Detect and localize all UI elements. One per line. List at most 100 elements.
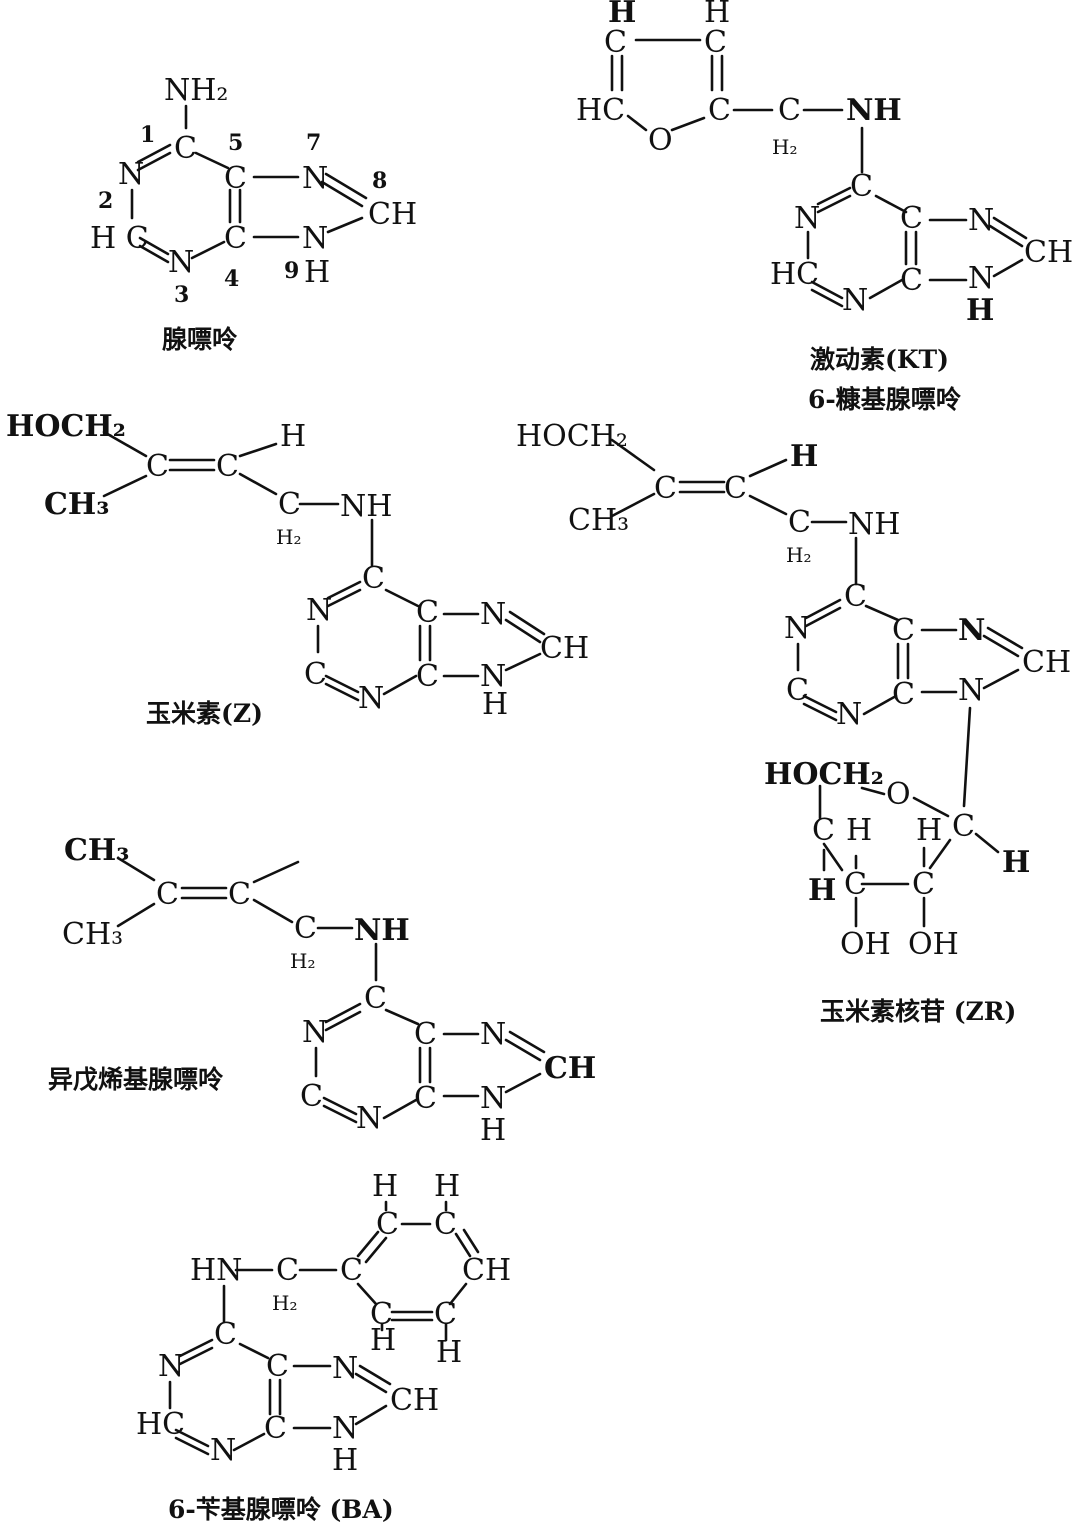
benzyl-adenine-c5: C <box>266 1349 289 1384</box>
isopentenyl-adenine-structure: CH₃ C C CH₃ C H₂ NH C N C N CH C C N N H… <box>48 833 596 1148</box>
isopentenyl-adenine-caption: 异戊烯基腺嘌呤 <box>48 1065 224 1094</box>
benzyl-adenine-c8: CH <box>390 1383 439 1418</box>
benzyl-adenine-h-bottom-right: H <box>436 1335 462 1370</box>
zeatin-caption: 玉米素(Z) <box>146 699 263 728</box>
benzyl-adenine-c-para: CH <box>462 1253 511 1288</box>
zeatin-c-b: C <box>216 449 239 484</box>
zeatin-riboside-ribose-c4h: H <box>846 813 872 848</box>
zeatin-c2: C <box>304 657 327 692</box>
adenine-position-5: 5 <box>228 130 243 156</box>
isopentenyl-adenine-c-a: C <box>156 877 179 912</box>
benzyl-adenine-n7: N <box>332 1351 358 1386</box>
zeatin-c6: C <box>362 561 385 596</box>
kinetin-c2: HC <box>770 257 819 292</box>
isopentenyl-adenine-n9h: H <box>480 1113 506 1148</box>
zeatin-riboside-ribose-c3: C <box>844 867 867 902</box>
benzyl-adenine-n1: N <box>158 1349 184 1384</box>
adenine-n9: N <box>302 221 328 256</box>
zeatin-ch2-h: H₂ <box>276 525 301 549</box>
benzyl-adenine-n9: N <box>332 1411 358 1446</box>
zeatin-riboside-ribose-c1h: H <box>1002 845 1030 880</box>
isopentenyl-adenine-bonds <box>116 856 546 1124</box>
zeatin-n3: N <box>358 681 384 716</box>
zeatin-hoch2: HOCH₂ <box>6 409 126 444</box>
zeatin-riboside-ribose-c1: C <box>952 809 975 844</box>
zeatin-riboside-ribose-hoch2: HOCH₂ <box>764 757 884 792</box>
zeatin-c5: C <box>416 595 439 630</box>
kinetin-c6: C <box>850 169 873 204</box>
benzyl-adenine-h-bottom-left: H <box>370 1323 396 1358</box>
adenine-c5: C <box>224 161 247 196</box>
zeatin-riboside-n3: N <box>836 697 862 732</box>
isopentenyl-adenine-c-b: C <box>228 877 251 912</box>
zeatin-riboside-c6: C <box>844 579 867 614</box>
adenine-c2: C <box>174 131 197 166</box>
zeatin-n1: N <box>306 593 332 628</box>
benzyl-adenine-c-ipso: C <box>340 1253 363 1288</box>
kinetin-nh: NH <box>846 93 902 128</box>
benzyl-adenine-c-bottom-left: C <box>370 1297 393 1332</box>
zeatin-riboside-n7: N <box>958 613 985 648</box>
zeatin-structure: HOCH₂ H C C CH₃ C H₂ NH C N C N CH C C N… <box>6 409 589 728</box>
zeatin-riboside-c-a: C <box>654 471 677 506</box>
kinetin-furan-o: O <box>648 123 673 158</box>
zeatin-riboside-h: H <box>790 439 818 474</box>
benzyl-adenine-c-bottom-right: C <box>434 1297 457 1332</box>
zeatin-riboside-ribose-o: O <box>886 777 911 812</box>
zeatin-riboside-ribose-c3h: H <box>808 873 836 908</box>
benzyl-adenine-h-top-right: H <box>434 1169 460 1204</box>
kinetin-ch2-c: C <box>778 93 801 128</box>
zeatin-riboside-oh-right: OH <box>908 927 959 962</box>
zeatin-bonds <box>102 430 546 702</box>
adenine-n9h: H <box>304 255 330 290</box>
kinetin-furan-hc: HC <box>576 93 625 128</box>
adenine-position-8: 8 <box>372 168 387 194</box>
zeatin-riboside-oh-left: OH <box>840 927 891 962</box>
zeatin-riboside-n1: N <box>784 611 810 646</box>
adenine-position-1: 1 <box>140 122 155 148</box>
kinetin-furan-c-top-right: C <box>704 25 727 60</box>
zeatin-riboside-ribose-c4: C <box>812 813 835 848</box>
benzyl-adenine-hn: HN <box>190 1253 242 1288</box>
zeatin-riboside-caption: 玉米素核苷 (ZR) <box>820 997 1016 1026</box>
kinetin-structure: H H C C HC C O C H₂ NH C N C N CH HC C N… <box>576 0 1072 414</box>
adenine-position-3: 3 <box>174 282 189 308</box>
zeatin-riboside-bonds <box>610 438 1024 928</box>
zeatin-n9h: H <box>482 687 508 722</box>
adenine-c8: CH <box>368 197 417 232</box>
benzyl-adenine-structure: H H C C HN C H₂ C CH C C H H C N C N CH … <box>136 1169 511 1524</box>
adenine-position-9: 9 <box>284 258 299 284</box>
kinetin-furan-h-top-left: H <box>608 0 636 30</box>
zeatin-riboside-structure: HOCH₂ H C C CH₃ C H₂ NH C N C N CH C C N… <box>516 419 1071 1026</box>
isopentenyl-adenine-ch3-top: CH₃ <box>64 833 129 868</box>
zeatin-riboside-ribose-c2: C <box>912 867 935 902</box>
isopentenyl-adenine-c2: C <box>300 1079 323 1114</box>
zeatin-c8: CH <box>540 631 589 666</box>
benzyl-adenine-n3: N <box>210 1433 236 1468</box>
kinetin-n9h: H <box>966 293 994 328</box>
benzyl-adenine-c6: C <box>214 1317 237 1352</box>
adenine-position-7: 7 <box>306 130 321 156</box>
kinetin-c8: CH <box>1024 235 1072 270</box>
adenine-c2h: H C <box>90 221 149 256</box>
isopentenyl-adenine-nh: NH <box>354 913 410 948</box>
kinetin-c4: C <box>900 263 923 298</box>
benzyl-adenine-c2: HC <box>136 1407 185 1442</box>
isopentenyl-adenine-ch2-h: H₂ <box>290 949 315 973</box>
benzyl-adenine-h-top-left: H <box>372 1169 398 1204</box>
zeatin-riboside-ch2-c: C <box>788 505 811 540</box>
zeatin-nh: NH <box>340 489 392 524</box>
isopentenyl-adenine-ch3-bottom: CH₃ <box>62 917 123 952</box>
benzyl-adenine-ch2-h: H₂ <box>272 1291 297 1315</box>
isopentenyl-adenine-c5: C <box>414 1017 437 1052</box>
zeatin-riboside-c4: C <box>892 677 915 712</box>
adenine-c4: C <box>224 221 247 256</box>
kinetin-bonds <box>610 38 1028 308</box>
benzyl-adenine-caption: 6-苄基腺嘌呤 (BA) <box>168 1495 394 1524</box>
isopentenyl-adenine-n7: N <box>480 1017 506 1052</box>
kinetin-caption-name: 激动素(KT) <box>810 345 949 374</box>
zeatin-c-a: C <box>146 449 169 484</box>
adenine-n3: N <box>168 245 194 280</box>
